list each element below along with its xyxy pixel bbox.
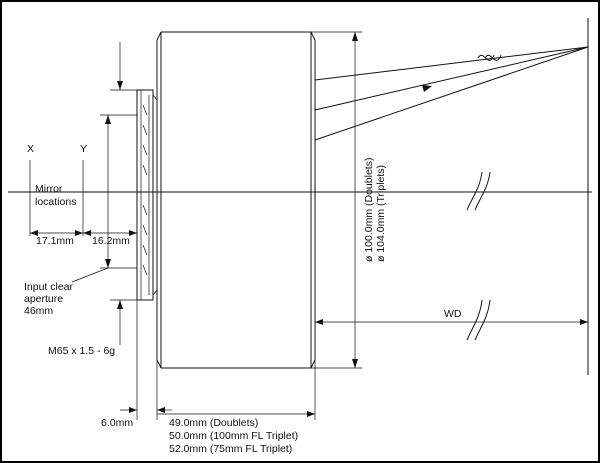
marker-y-label: Y: [80, 143, 87, 155]
thread-label: M65 x 1.5 - 6g: [48, 345, 115, 357]
ray-trace: [314, 18, 589, 375]
dim-16-label: 16.2mm: [92, 235, 130, 247]
dim-17-label: 17.1mm: [36, 235, 74, 247]
mirror-label-line1: Mirror: [35, 183, 63, 195]
length-doublets-label: 49.0mm (Doublets): [169, 417, 258, 429]
dim-6-label: 6.0mm: [101, 417, 133, 429]
thread-mount: [136, 89, 158, 301]
marker-x-label: X: [27, 143, 34, 155]
flange-length-dimension: [120, 300, 172, 420]
working-distance-dimension: [315, 319, 588, 325]
mirror-label-line2: locations: [35, 196, 76, 208]
aperture-label-line1: Input clear: [24, 281, 74, 293]
length-triplet100-label: 50.0mm (100mm FL Triplet): [169, 430, 298, 442]
break-marks: [466, 54, 502, 341]
aperture-label-line2: aperture: [24, 293, 63, 305]
aperture-label-line3: 46mm: [24, 305, 53, 317]
diameter-triplets-label: ø 104.0mm (Triplets): [375, 165, 387, 262]
overall-length-dimension: [157, 360, 316, 420]
wd-label: WD: [444, 308, 462, 320]
aperture-dimension: [71, 114, 137, 283]
lens-housing: [156, 31, 316, 369]
length-triplet75-label: 52.0mm (75mm FL Triplet): [169, 443, 292, 455]
thread-dimension: [110, 42, 137, 345]
mirror-markers: [29, 160, 137, 236]
diameter-doublets-label: ø 100.0mm (Doublets): [363, 158, 375, 262]
diameter-dimension: [311, 31, 362, 369]
